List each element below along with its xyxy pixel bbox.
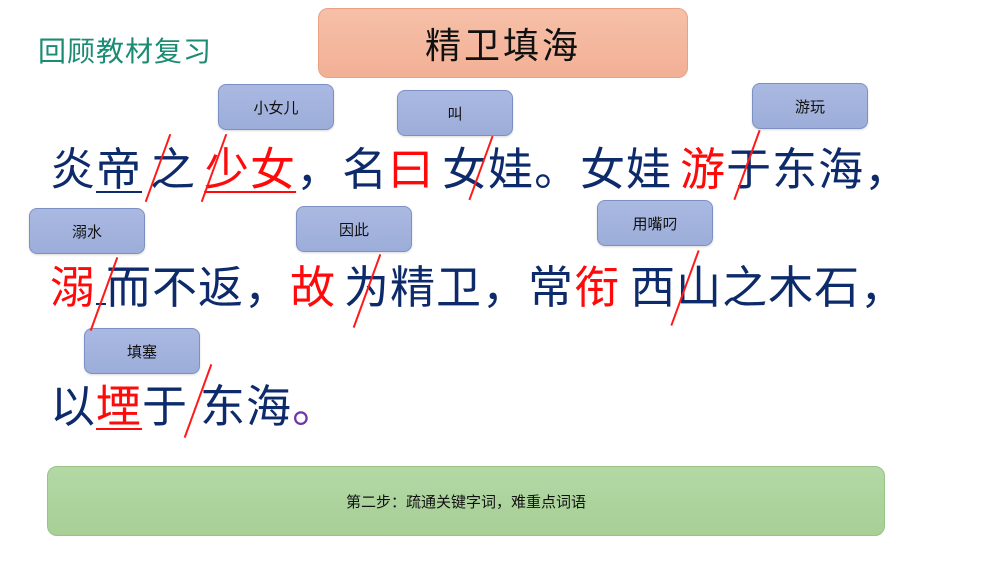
- section-heading: 回顾教材复习: [38, 35, 213, 68]
- text-segment: 而不返，: [106, 261, 291, 314]
- callout-yinci: 因此: [296, 206, 412, 252]
- callout-xiaonver: 小女儿: [218, 84, 334, 130]
- callout-nishui: 溺水: [29, 208, 145, 254]
- callout-yongzuidiao: 用嘴叼: [597, 200, 713, 246]
- step-banner: 第二步：疏通关键字词，难重点词语: [47, 466, 885, 536]
- keyword-highlight: 堙: [96, 380, 143, 433]
- text-line-1: 炎帝之少女，名曰女娃。女娃游于东海，: [50, 140, 910, 200]
- callout-jiao: 叫: [397, 90, 513, 136]
- keyword-highlight: 故: [290, 261, 337, 314]
- text-segment: 女娃。女娃: [442, 143, 673, 196]
- text-segment: 西山之木石，: [630, 261, 907, 314]
- title-box: 精卫填海: [318, 8, 688, 78]
- text-segment: 以: [50, 380, 97, 433]
- text-segment: ，名: [296, 143, 389, 196]
- keyword-highlight: 溺: [50, 261, 97, 314]
- callout-label: 填塞: [126, 342, 157, 361]
- callout-label: 用嘴叼: [632, 214, 678, 233]
- step-label: 第二步：疏通关键字词，难重点词语: [345, 492, 586, 511]
- text-segment: 为精卫，常: [344, 261, 575, 314]
- keyword-highlight: 游: [680, 143, 727, 196]
- period-mark: 。: [292, 380, 339, 433]
- text-line-3: 以堙于东海。: [50, 377, 338, 437]
- text-line-2: 溺而不返，故为精卫，常衔西山之木石，: [50, 258, 906, 318]
- callout-label: 游玩: [794, 97, 825, 116]
- keyword-highlight: 衔: [574, 261, 621, 314]
- callout-label: 因此: [338, 220, 369, 239]
- text-segment: 于东海，: [726, 143, 911, 196]
- callout-label: 溺水: [71, 222, 102, 241]
- text-segment: 东海: [200, 380, 293, 433]
- keyword-highlight: 曰: [388, 143, 435, 196]
- text-segment: 于: [142, 380, 189, 433]
- text-segment: 炎: [50, 143, 97, 196]
- underlined-word: 帝: [96, 143, 143, 196]
- callout-youwan: 游玩: [752, 83, 868, 129]
- callout-label: 小女儿: [253, 98, 299, 117]
- page-title: 精卫填海: [424, 26, 581, 67]
- callout-label: 叫: [447, 104, 463, 123]
- callout-tiansai: 填塞: [84, 328, 200, 374]
